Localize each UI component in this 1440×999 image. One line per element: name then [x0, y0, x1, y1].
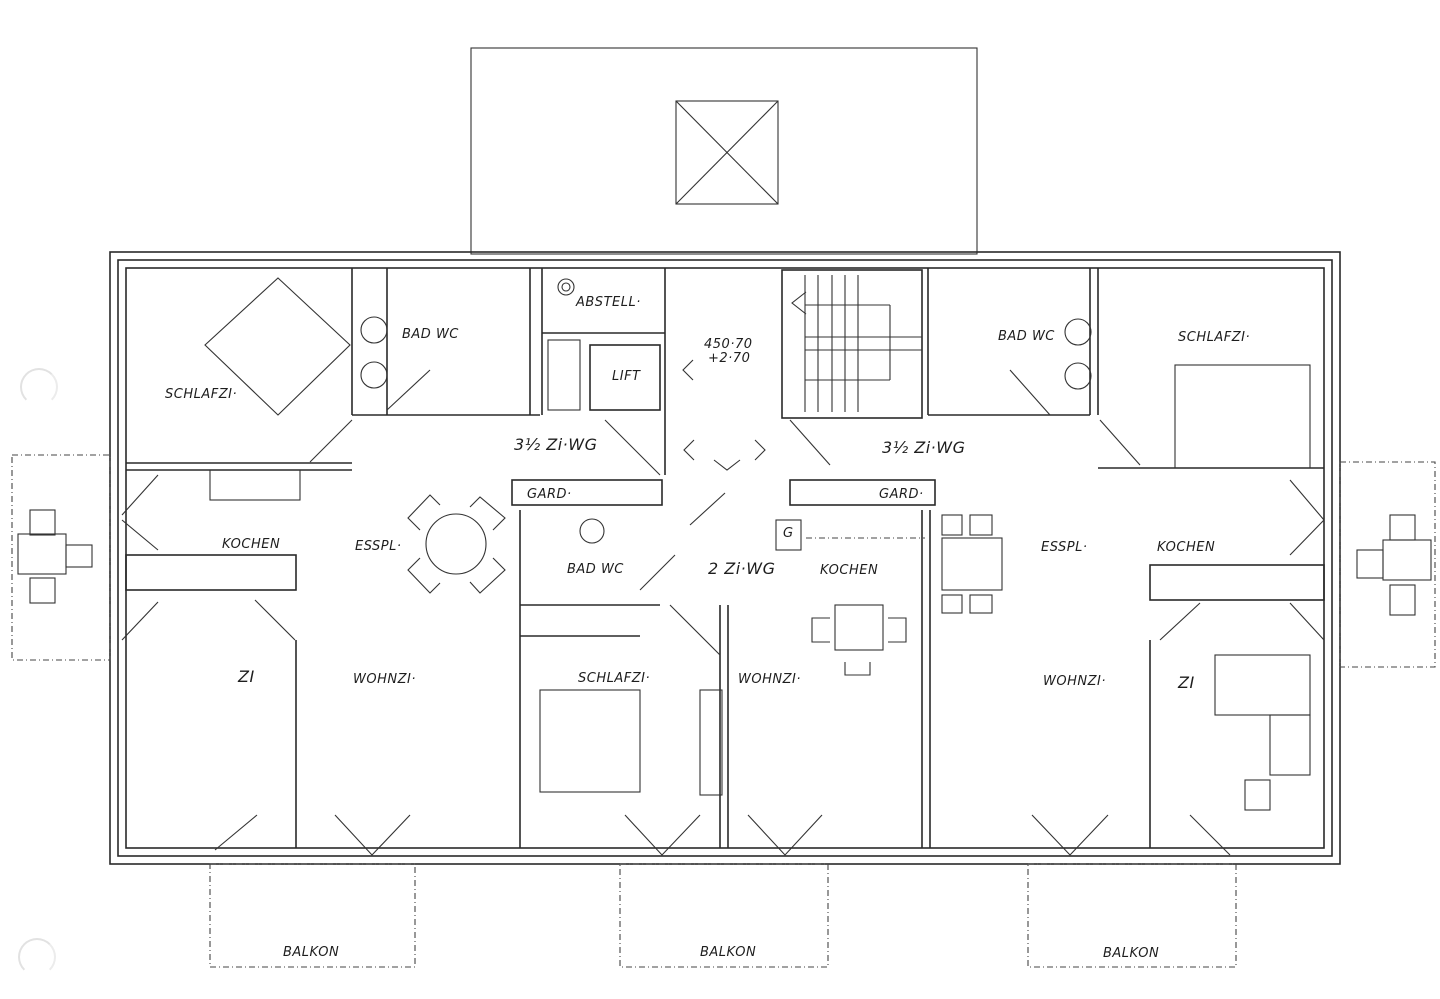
label-right-bad-wc: BAD WC: [998, 329, 1055, 344]
label-left-esspl: ESSPL·: [355, 539, 401, 554]
label-right-wohnzi: WOHNZI·: [1043, 674, 1106, 689]
label-center-bad-wc: BAD WC: [567, 562, 624, 577]
label-center-g: G: [783, 526, 794, 541]
label-left-kochen: KOCHEN: [222, 537, 280, 552]
label-left-gard: GARD·: [527, 487, 572, 502]
label-right-gard: GARD·: [879, 487, 924, 502]
label-center-wohnzi: WOHNZI·: [738, 672, 801, 687]
gard-right-cabinet: [789, 479, 936, 506]
label-right-zi: ZI: [1177, 673, 1195, 692]
round-table-left: [425, 513, 487, 575]
shaft-box: [675, 100, 779, 205]
side-balcony-left: [11, 454, 111, 661]
interior-walls: [121, 268, 1325, 856]
label-unit-right: 3½ Zi·WG: [882, 438, 965, 457]
label-balkon-center: BALKON: [700, 945, 756, 960]
bed-left: [204, 277, 351, 416]
table-center: [834, 604, 884, 651]
binder-hole-bottom: [18, 938, 56, 976]
label-lift: LIFT: [612, 369, 641, 384]
label-left-bad-wc: BAD WC: [402, 327, 459, 342]
label-stair-level-2: +2·70: [708, 351, 750, 366]
label-center-schlafzi: SCHLAFZI·: [578, 671, 650, 686]
label-unit-center: 2 Zi·WG: [708, 559, 775, 578]
side-balcony-right: [1339, 461, 1436, 668]
label-unit-left: 3½ Zi·WG: [514, 435, 597, 454]
label-left-zi: ZI: [237, 667, 255, 686]
label-abstell: ABSTELL·: [575, 295, 641, 310]
label-left-schlafzi: SCHLAFZI·: [165, 387, 237, 402]
roof-annex: [470, 47, 978, 255]
label-center-kochen: KOCHEN: [820, 563, 878, 578]
table-right: [941, 537, 1003, 591]
gard-left-cabinet: [511, 479, 663, 506]
front-balconies: [209, 863, 1237, 968]
room-labels: SCHLAFZI· BAD WC ABSTELL· LIFT 450·70 +2…: [165, 295, 1250, 961]
furniture: [204, 277, 1092, 676]
label-left-wohnzi: WOHNZI·: [353, 672, 416, 687]
label-right-esspl: ESSPL·: [1041, 540, 1087, 555]
label-right-schlafzi: SCHLAFZI·: [1178, 330, 1250, 345]
label-right-kochen: KOCHEN: [1157, 540, 1215, 555]
label-balkon-left: BALKON: [283, 945, 339, 960]
label-stair-level-1: 450·70: [704, 337, 753, 352]
binder-hole-top: [20, 368, 58, 406]
label-balkon-right: BALKON: [1103, 946, 1159, 961]
